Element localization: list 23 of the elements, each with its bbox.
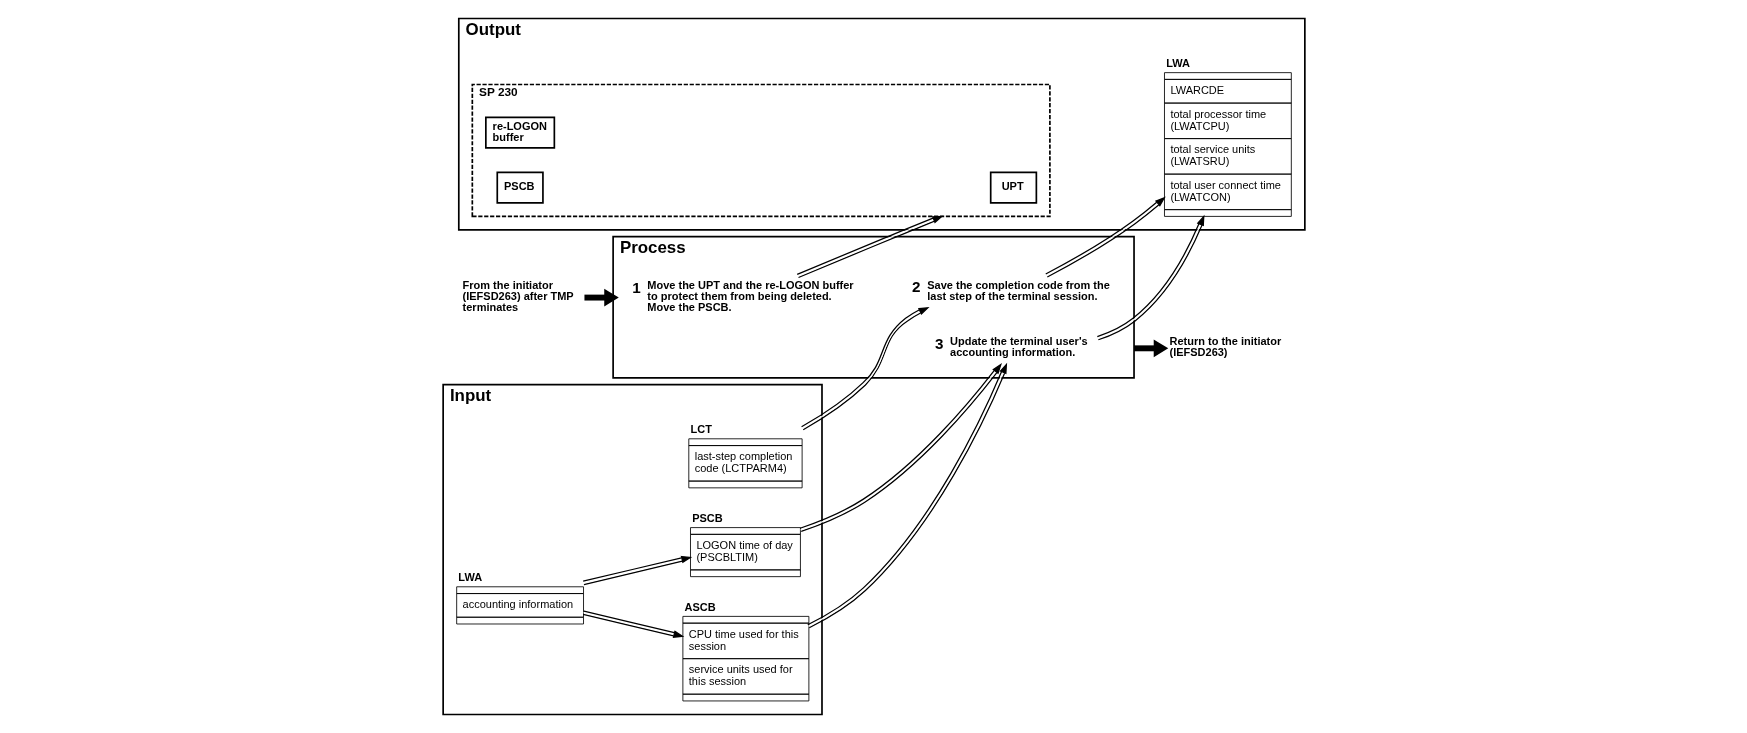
node-label: PSCB xyxy=(691,512,723,525)
node-label: ASCB xyxy=(684,600,716,613)
node-label: LWA xyxy=(1165,57,1190,70)
node-text: 1 Move the UPT and the re-LOGON buffer to protect them from being deleted. Move the PSCB. xyxy=(631,278,854,314)
arrow xyxy=(800,306,930,431)
node-text: Return to the initiator (IEFSD263) xyxy=(1169,335,1281,359)
arrow xyxy=(796,215,943,279)
arrow xyxy=(582,555,692,586)
arrow xyxy=(1044,196,1166,278)
node-box: PSCB xyxy=(495,171,544,204)
arrow xyxy=(582,610,684,638)
node-text: 3 Update the terminal user's accounting information. xyxy=(934,334,1088,359)
arrow xyxy=(583,288,619,307)
arrow xyxy=(1096,214,1204,341)
node-box: UPT xyxy=(989,171,1037,204)
node-label: LCT xyxy=(690,423,712,436)
node-label: LWA xyxy=(457,571,482,584)
node-text: 2 Save the completion code from the last step of the terminal session. xyxy=(911,278,1110,302)
arrow xyxy=(806,362,1007,629)
node-text: From the initiator (IEFSD263) after TMP terminates xyxy=(462,279,574,314)
arrow xyxy=(1133,339,1168,358)
arrow xyxy=(798,363,1002,533)
node-box: re-LOGON buffer xyxy=(484,116,555,149)
